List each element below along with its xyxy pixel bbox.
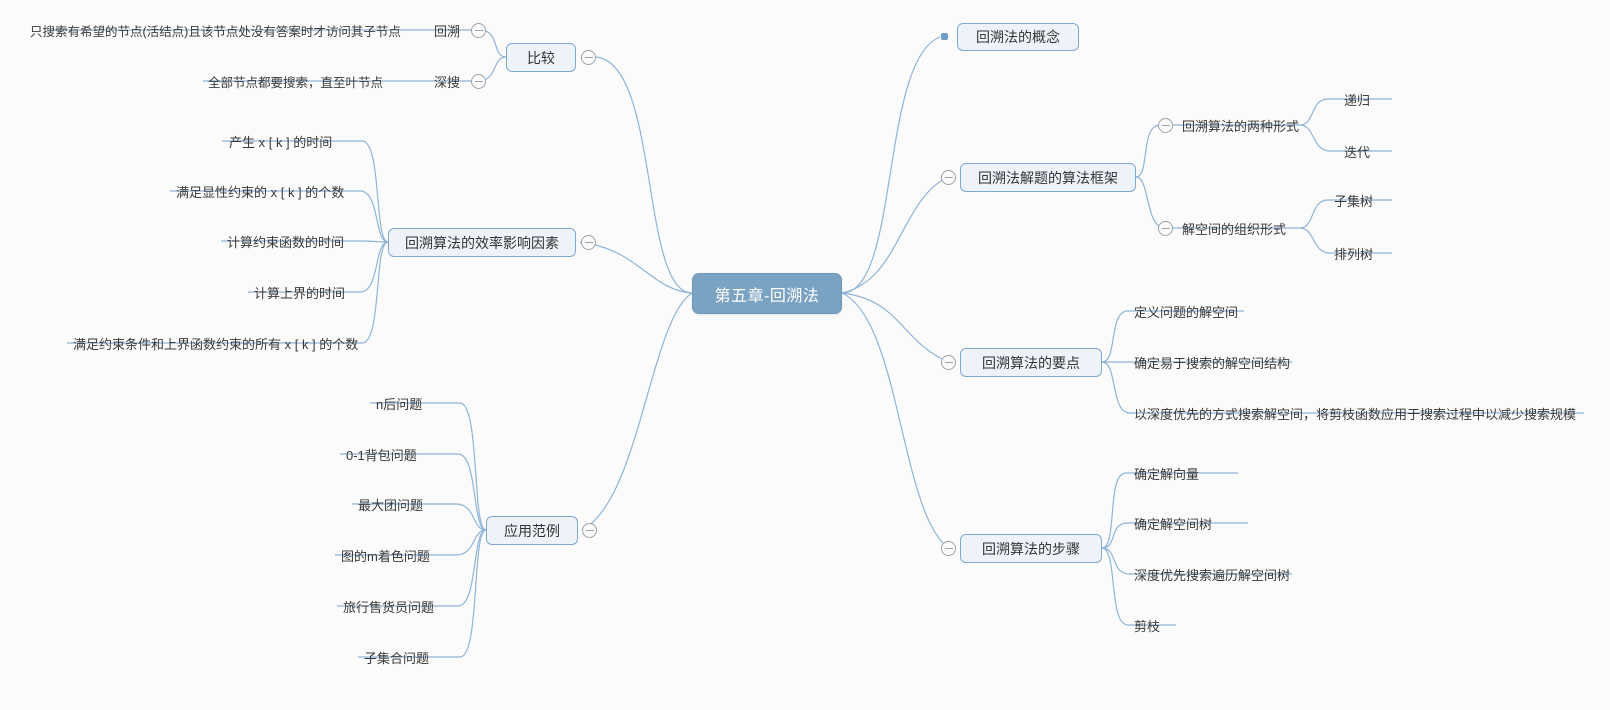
leaf-label: 深度优先搜索遍历解空间树 <box>1134 567 1291 583</box>
leaf-label: 图的m着色问题 <box>341 548 430 564</box>
sub-node-two-forms[interactable]: 回溯算法的两种形式 <box>1178 113 1303 137</box>
leaf-node-graph-coloring[interactable]: 图的m着色问题 <box>337 544 467 566</box>
leaf-label: 确定解空间树 <box>1134 516 1213 532</box>
sub-node-dfs[interactable]: 深搜 <box>406 70 464 92</box>
branch-label: 回溯算法的效率影响因素 <box>405 234 559 251</box>
leaf-node-define-solution-space[interactable]: 定义问题的解空间 <box>1130 300 1310 322</box>
branch-label: 回溯算法的步骤 <box>982 540 1080 557</box>
branch-node-concept[interactable]: 回溯法的概念 <box>957 23 1079 51</box>
leaf-node-subset-tree[interactable]: 子集树 <box>1330 189 1400 211</box>
sub-node-label: 回溯算法的两种形式 <box>1182 118 1300 134</box>
leaf-label: 满足约束条件和上界函数约束的所有 x [ k ] 的个数 <box>73 336 359 352</box>
branch-node-efficiency-factors[interactable]: 回溯算法的效率影响因素 <box>388 228 576 257</box>
leaf-node-dfs-pruning[interactable]: 以深度优先的方式搜索解空间，将剪枝函数应用于搜索过程中以减少搜索规模 <box>1130 402 1600 424</box>
sub-node-label: 解空间的组织形式 <box>1182 221 1287 237</box>
branch-node-steps[interactable]: 回溯算法的步骤 <box>960 534 1102 563</box>
leaf-node-max-clique[interactable]: 最大团问题 <box>354 493 464 515</box>
leaf-label: 递归 <box>1344 92 1371 108</box>
leaf-node-iterative[interactable]: 迭代 <box>1340 140 1400 162</box>
collapse-toggle-backtrack[interactable] <box>471 23 486 38</box>
branch-node-framework[interactable]: 回溯法解题的算法框架 <box>960 163 1136 192</box>
leaf-label: 全部节点都要搜索，直至叶节点 <box>208 75 384 90</box>
collapse-toggle-key-points[interactable] <box>941 355 956 370</box>
leaf-label: 排列树 <box>1334 246 1374 262</box>
branch-node-key-points[interactable]: 回溯算法的要点 <box>960 348 1102 377</box>
leaf-node-upper-bound-time[interactable]: 计算上界的时间 <box>250 281 390 303</box>
collapse-toggle-dfs[interactable] <box>471 74 486 89</box>
leaf-label: 旅行售货员问题 <box>343 599 435 615</box>
leaf-label: 产生 x [ k ] 的时间 <box>229 134 333 150</box>
leaf-node-dfs-detail[interactable]: 全部节点都要搜索，直至叶节点 <box>204 70 404 92</box>
leaf-label: 满足显性约束的 x [ k ] 的个数 <box>176 184 345 200</box>
leaf-label: 确定解向量 <box>1134 466 1200 482</box>
branch-node-comparison[interactable]: 比较 <box>506 43 576 72</box>
root-node[interactable]: 第五章-回溯法 <box>692 273 842 314</box>
branch-label: 应用范例 <box>504 522 560 539</box>
leaf-node-backtrack-detail[interactable]: 只搜索有希望的节点(活结点)且该节点处没有答案时才访问其子节点 <box>26 19 401 41</box>
leaf-label: 最大团问题 <box>358 497 424 513</box>
leaf-node-permutation-tree[interactable]: 排列树 <box>1330 242 1400 264</box>
sub-node-label: 回溯 <box>433 23 460 39</box>
sub-node-backtrack[interactable]: 回溯 <box>406 19 464 41</box>
leaf-label: 子集合问题 <box>364 650 430 666</box>
root-label: 第五章-回溯法 <box>714 287 820 305</box>
collapse-toggle-solution-space-form[interactable] <box>1158 221 1173 236</box>
leaf-node-dfs-traverse[interactable]: 深度优先搜索遍历解空间树 <box>1130 563 1350 585</box>
leaf-label: 计算约束函数的时间 <box>227 234 345 250</box>
collapse-toggle-efficiency-factors[interactable] <box>581 235 596 250</box>
leaf-label: 0-1背包问题 <box>346 447 417 463</box>
branch-node-applications[interactable]: 应用范例 <box>486 516 578 545</box>
leaf-label: n后问题 <box>376 396 423 412</box>
leaf-node-tsp[interactable]: 旅行售货员问题 <box>339 595 469 617</box>
branch-label: 比较 <box>527 49 555 66</box>
collapse-toggle-comparison[interactable] <box>581 50 596 65</box>
leaf-label: 以深度优先的方式搜索解空间，将剪枝函数应用于搜索过程中以减少搜索规模 <box>1134 406 1577 422</box>
collapse-toggle-framework[interactable] <box>941 170 956 185</box>
leaf-label: 确定易于搜索的解空间结构 <box>1134 355 1291 371</box>
leaf-node-constraint-func-time[interactable]: 计算约束函数的时间 <box>223 230 383 252</box>
leaf-label: 只搜索有希望的节点(活结点)且该节点处没有答案时才访问其子节点 <box>30 24 401 39</box>
leaf-label: 子集树 <box>1334 193 1374 209</box>
leaf-label: 迭代 <box>1344 144 1371 160</box>
leaf-label: 计算上界的时间 <box>254 285 346 301</box>
leaf-node-all-xk-count[interactable]: 满足约束条件和上界函数约束的所有 x [ k ] 的个数 <box>69 332 369 354</box>
sub-node-solution-space-form[interactable]: 解空间的组织形式 <box>1178 216 1303 240</box>
leaf-node-solution-vector[interactable]: 确定解向量 <box>1130 462 1270 484</box>
collapse-toggle-applications[interactable] <box>582 523 597 538</box>
leaf-connector-dot <box>941 33 948 40</box>
leaf-node-knapsack[interactable]: 0-1背包问题 <box>342 443 462 465</box>
collapse-toggle-steps[interactable] <box>941 541 956 556</box>
leaf-label: 定义问题的解空间 <box>1134 304 1239 320</box>
branch-label: 回溯算法的要点 <box>982 354 1080 371</box>
leaf-node-n-queens[interactable]: n后问题 <box>372 392 482 414</box>
leaf-node-explicit-constraint-count[interactable]: 满足显性约束的 x [ k ] 的个数 <box>172 180 372 202</box>
leaf-node-pruning[interactable]: 剪枝 <box>1130 614 1210 636</box>
leaf-node-generate-xk-time[interactable]: 产生 x [ k ] 的时间 <box>225 130 365 152</box>
branch-label: 回溯法解题的算法框架 <box>978 169 1118 186</box>
leaf-label: 剪枝 <box>1134 618 1161 634</box>
leaf-node-solution-space-tree[interactable]: 确定解空间树 <box>1130 512 1270 534</box>
leaf-node-recursive[interactable]: 递归 <box>1340 88 1400 110</box>
branch-label: 回溯法的概念 <box>976 29 1060 45</box>
collapse-toggle-two-forms[interactable] <box>1158 118 1173 133</box>
sub-node-label: 深搜 <box>433 74 460 90</box>
leaf-node-subset-sum[interactable]: 子集合问题 <box>360 646 470 668</box>
leaf-node-searchable-structure[interactable]: 确定易于搜索的解空间结构 <box>1130 351 1380 373</box>
